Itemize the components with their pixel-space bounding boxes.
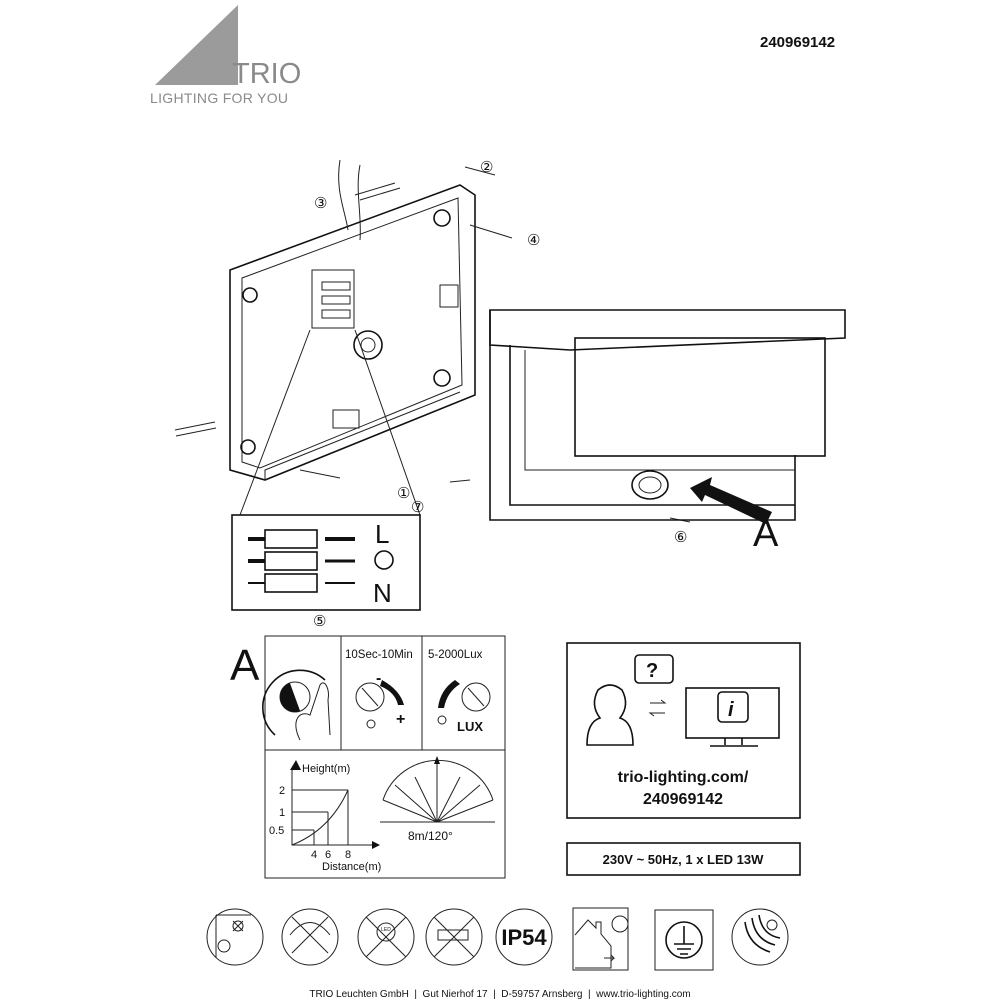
step-4-label: ④ — [527, 232, 540, 249]
mounting-plate-drawing: ② ③ ④ ① ⑦ ⑥ — [174, 159, 691, 546]
svg-text:?: ? — [646, 660, 658, 682]
lux-range: 5-2000Lux — [428, 649, 483, 661]
article-number: 240969142 — [760, 34, 835, 51]
logo-tagline: LIGHTING FOR YOU — [150, 90, 288, 106]
y-tick-0-5: 0.5 — [269, 825, 284, 837]
svg-text:i: i — [728, 699, 734, 721]
logo-brand: TRIO — [232, 58, 301, 90]
x-axis-label: Distance(m) — [322, 861, 381, 873]
min-distance-icon — [206, 908, 264, 966]
lux-label: LUX — [457, 719, 483, 734]
earth-icon — [374, 550, 394, 570]
step-2-label: ② — [480, 159, 493, 176]
footer-address: TRIO Leuchten GmbH | Gut Nierhof 17 | D-… — [309, 989, 690, 1000]
trio-logo: TRIO LIGHTING FOR YOU — [150, 5, 301, 106]
lux-dial-icon — [461, 682, 491, 712]
x-tick-6: 6 — [325, 849, 331, 861]
symbol-row: LED IP54 — [206, 907, 789, 971]
wiring-detail: L N ⑤ — [231, 514, 421, 630]
step-7-label: ⑦ — [411, 499, 424, 516]
y-tick-1: 1 — [279, 807, 285, 819]
x-tick-4: 4 — [311, 849, 317, 861]
info-url-line2: 240969142 — [643, 791, 723, 808]
motion-sensor-icon — [731, 908, 789, 966]
live-label: L — [375, 519, 389, 549]
detection-height-chart: Height(m) 2 1 0.5 4 6 8 Distance(m) — [269, 760, 381, 873]
y-tick-2: 2 — [279, 785, 285, 797]
step-3-label: ③ — [314, 195, 327, 212]
step-1-label: ① — [397, 485, 410, 502]
sun-icon — [437, 715, 447, 725]
info-bubble-icon — [717, 691, 749, 723]
neutral-label: N — [373, 578, 392, 608]
led-not-replaceable-icon: LED — [357, 908, 415, 966]
time-range: 10Sec-10Min — [345, 649, 413, 661]
no-dimmer-icon — [281, 908, 339, 966]
detail-a-label: A — [753, 513, 779, 555]
logo-triangle — [155, 5, 238, 85]
luminaire-drawing: A — [489, 309, 846, 555]
driver-not-replaceable-icon — [425, 908, 483, 966]
time-plus: + — [396, 711, 405, 728]
spec-text: 230V ~ 50Hz, 1 x LED 13W — [603, 852, 765, 867]
sensor-panel-label: A — [230, 641, 260, 690]
ip-rating-icon: IP54 — [495, 908, 553, 966]
step-6-label: ⑥ — [674, 529, 687, 546]
detection-range: 8m/120° — [408, 829, 453, 843]
step-5-label: ⑤ — [313, 613, 326, 630]
y-axis-label: Height(m) — [302, 763, 350, 775]
question-bubble-icon — [634, 654, 674, 684]
clock-icon — [366, 719, 376, 729]
spec-box — [566, 842, 801, 876]
svg-text:IP54: IP54 — [501, 925, 547, 950]
online-info-box: ? i trio-lighting.com/ 240969142 — [566, 642, 801, 819]
time-dial-icon — [355, 682, 385, 712]
sensor-settings-panel: A 10Sec-10Min - + 5-2000Lux LUX Hei — [230, 635, 506, 879]
x-tick-8: 8 — [345, 849, 351, 861]
monitor-icon — [685, 687, 780, 739]
detection-angle-diagram: 8m/120° — [380, 756, 495, 843]
info-url-line1: trio-lighting.com/ — [618, 769, 749, 786]
svg-text:LED: LED — [381, 927, 391, 933]
exchange-arrows-icon — [648, 699, 667, 717]
outdoor-use-icon — [572, 907, 629, 971]
time-minus: - — [376, 670, 381, 687]
person-icon — [586, 684, 634, 746]
protection-class-1-icon — [654, 909, 714, 971]
